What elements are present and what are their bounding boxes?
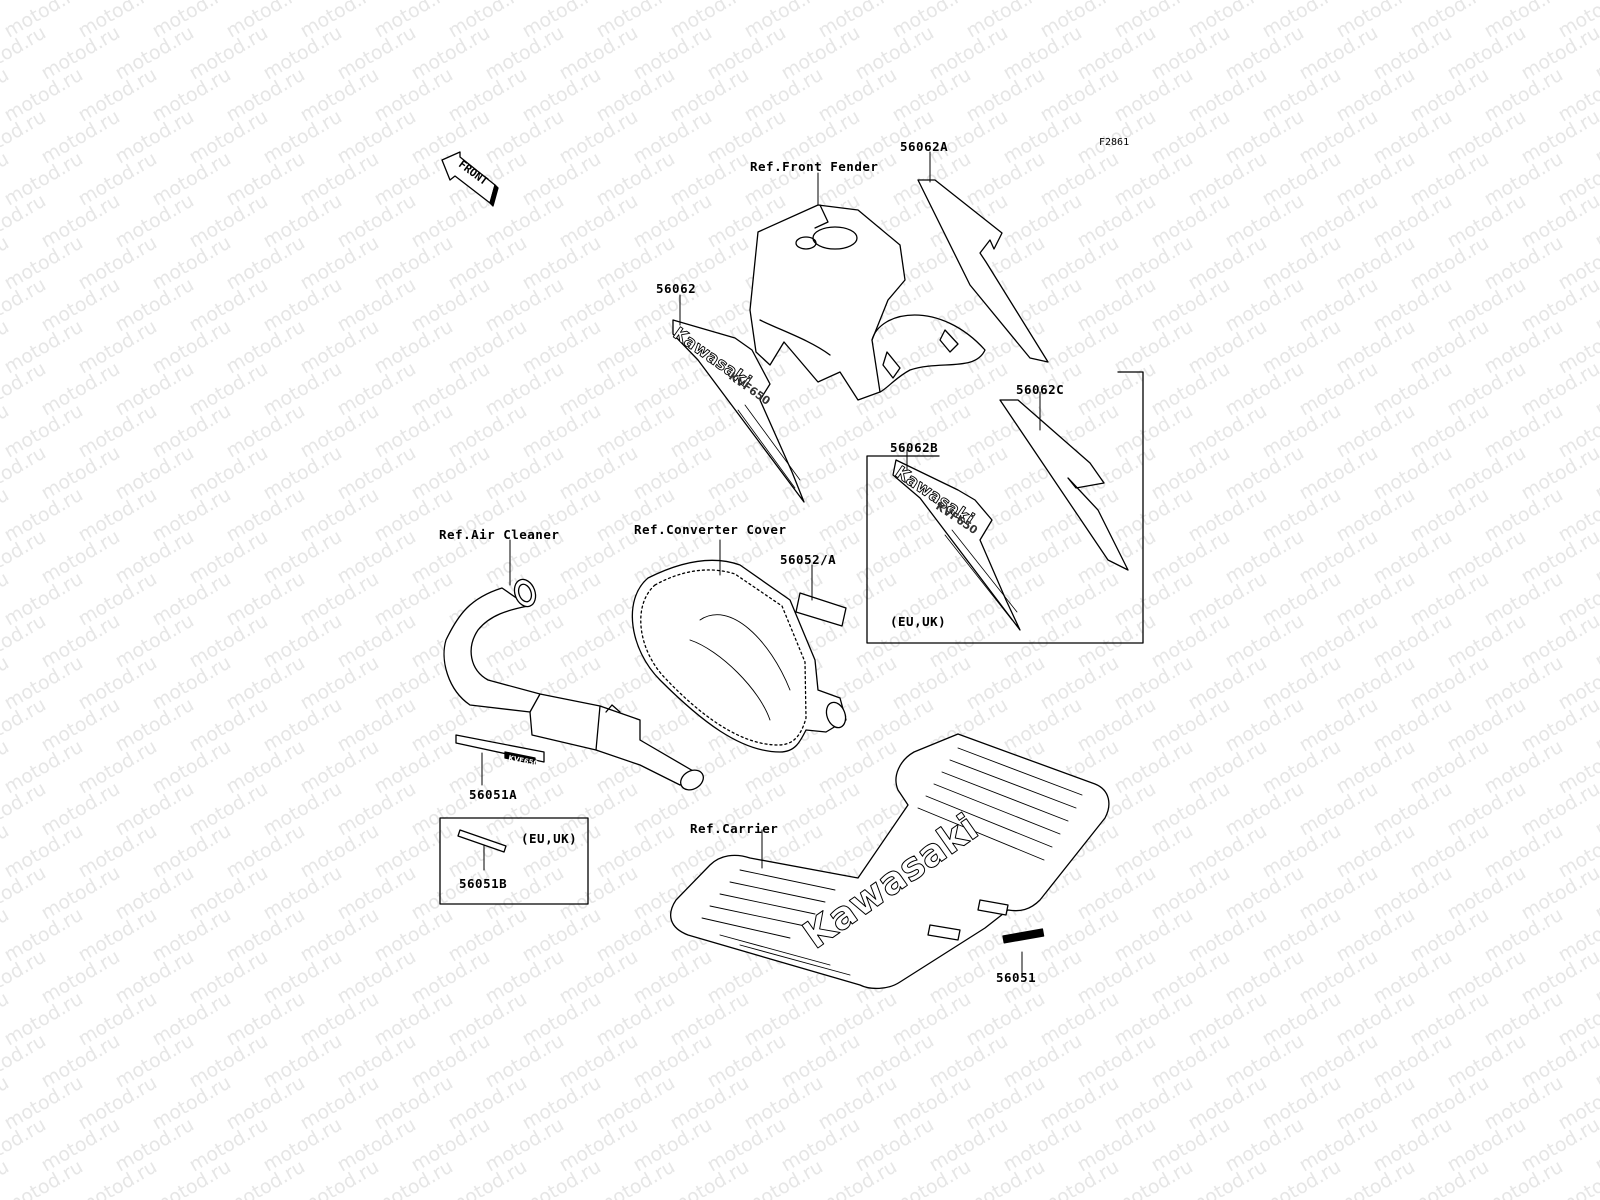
decal-56051b-shape (457, 829, 507, 853)
label-eu-uk-upper: (EU,UK) (890, 614, 947, 629)
label-air-cleaner-ref: Ref.Air Cleaner (439, 527, 560, 542)
decal-56062a-shape (917, 179, 1049, 363)
label-front-fender-ref: Ref.Front Fender (750, 159, 879, 174)
diagram-code: F2861 (1099, 137, 1130, 148)
converter-cover-part (631, 559, 847, 753)
decal-56062-shape: Kawasaki KVF650 (669, 319, 805, 503)
decal-56051a-shape: KVF650 (455, 734, 545, 768)
carrier-part: Kawasaki (670, 733, 1110, 990)
eu-uk-lower-box (439, 817, 589, 905)
label-56062c: 56062C (1016, 382, 1065, 397)
label-56062b: 56062B (890, 440, 939, 455)
air-cleaner-duct-part (443, 578, 704, 791)
front-fender-part (749, 204, 986, 401)
label-56051a: 56051A (469, 787, 518, 802)
leader-lines (481, 151, 1041, 976)
label-converter-cover-ref: Ref.Converter Cover (634, 522, 787, 537)
decal-56062c-shape (999, 399, 1129, 571)
decal-56052a-shape (795, 592, 847, 627)
label-56051: 56051 (996, 970, 1037, 985)
label-56051b: 56051B (459, 876, 508, 891)
eu-uk-upper-box (866, 371, 1144, 644)
decal-56062b-shape: Kawasaki KVF650 (891, 459, 1021, 631)
label-carrier-ref: Ref.Carrier (690, 821, 779, 836)
label-eu-uk-lower: (EU,UK) (521, 831, 578, 846)
label-56062: 56062 (656, 281, 697, 296)
front-arrow-icon: FRONT (441, 151, 499, 207)
label-56062a: 56062A (900, 139, 949, 154)
label-56052a: 56052/A (780, 552, 837, 567)
